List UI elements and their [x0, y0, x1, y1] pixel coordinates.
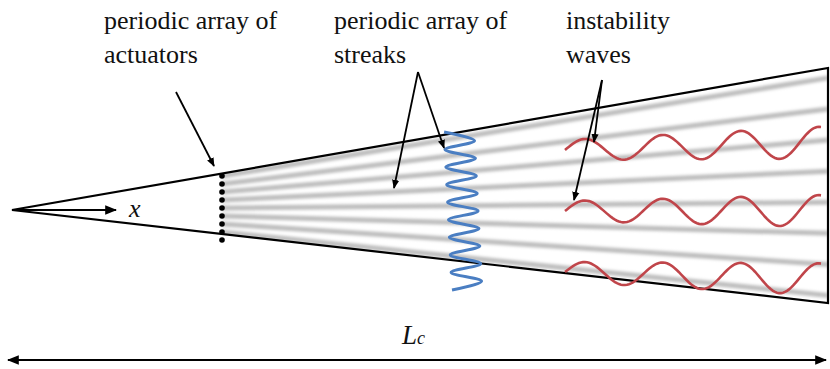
- leader-line: [574, 80, 602, 200]
- streak-line: [222, 78, 828, 176]
- axis-label: x: [129, 192, 141, 226]
- actuator-dots: [219, 173, 225, 243]
- streak-line: [222, 240, 828, 327]
- leader-lines: [176, 72, 602, 200]
- actuator-dot: [219, 173, 225, 179]
- instability-wave: [565, 262, 821, 293]
- actuator-dot: [219, 213, 225, 219]
- leader-line: [418, 72, 444, 148]
- instability-waves: [565, 127, 821, 293]
- x-axis-arrow: [14, 209, 116, 211]
- actuator-dot: [219, 197, 225, 203]
- streak-label: periodic array of streaks: [334, 4, 519, 72]
- actuator-dot: [219, 221, 225, 227]
- instability-wave: [565, 127, 821, 160]
- wedge-outline: [12, 68, 828, 303]
- actuator-dot: [219, 229, 225, 235]
- length-label: Lc: [402, 318, 425, 355]
- actuator-dot: [219, 181, 225, 187]
- streak-line: [222, 202, 828, 208]
- actuator-dot: [219, 189, 225, 195]
- streak-lines: [222, 78, 828, 327]
- actuator-label: periodic array of actuators: [104, 4, 289, 72]
- wave-label: instability waves: [566, 4, 726, 72]
- streak-line: [222, 171, 828, 200]
- instability-wave: [565, 195, 821, 226]
- actuator-dot: [219, 237, 225, 243]
- streak-line: [222, 232, 828, 295]
- leader-line: [394, 72, 418, 188]
- length-dimension-arrow: [8, 359, 826, 361]
- actuator-dot: [219, 205, 225, 211]
- streak-zigzag: [444, 132, 481, 290]
- leader-line: [176, 92, 214, 166]
